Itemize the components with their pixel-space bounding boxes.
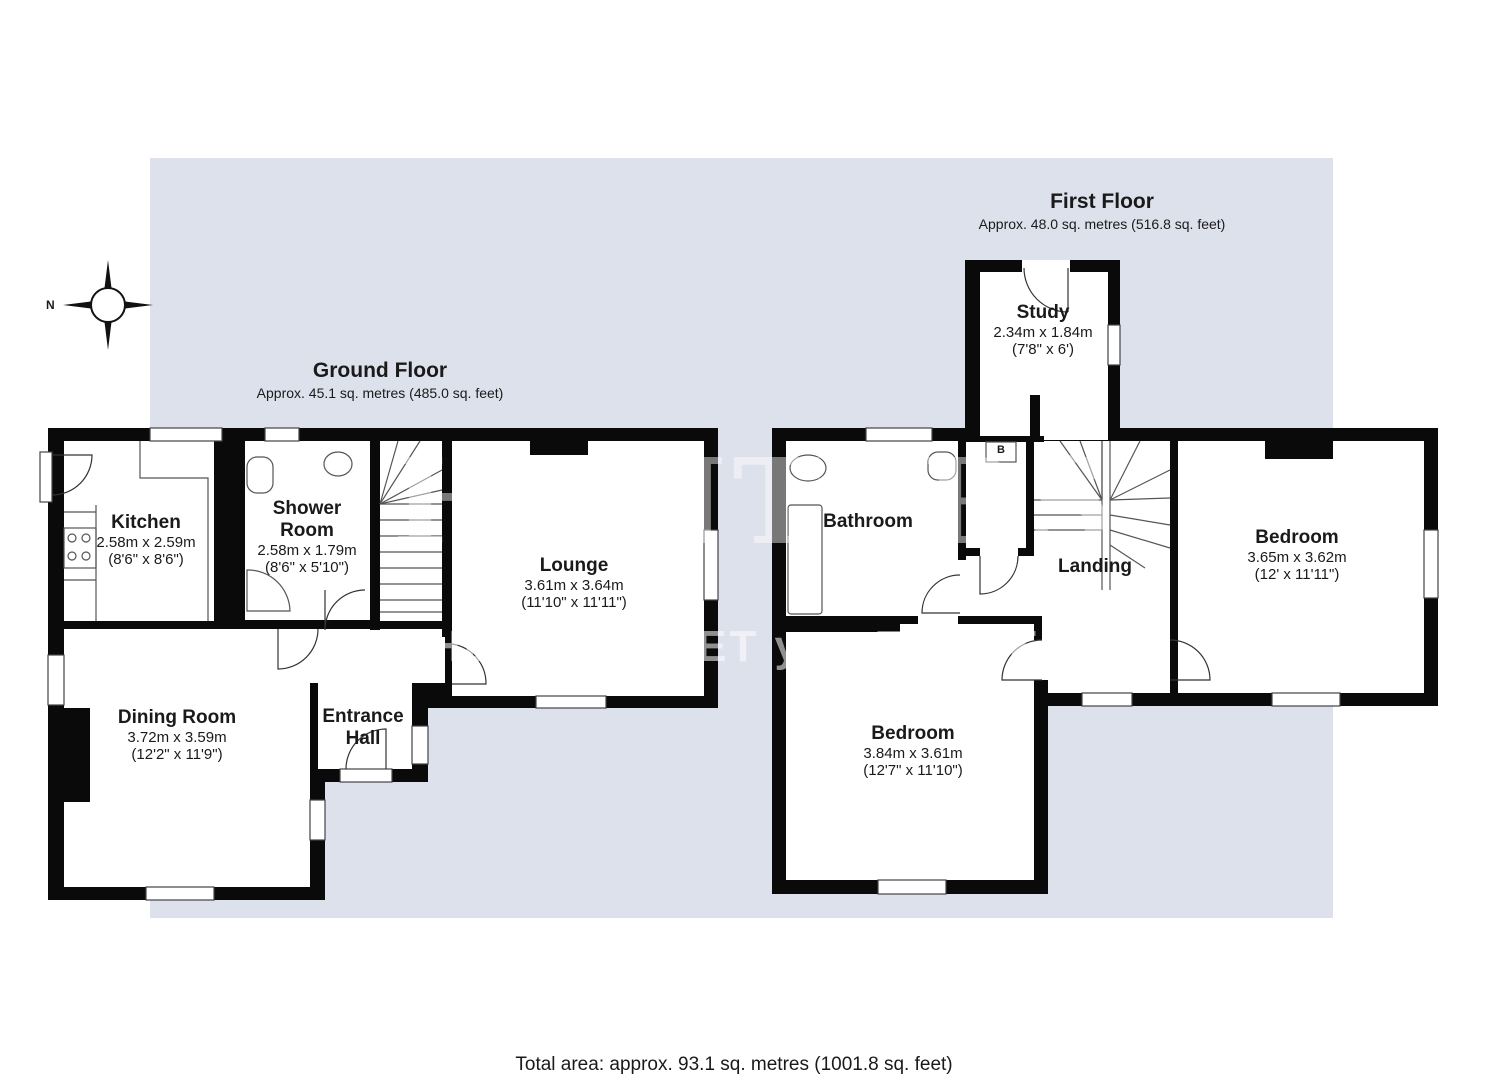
- study-area: [980, 272, 1108, 440]
- lounge-area: [452, 441, 704, 696]
- window: [877, 879, 947, 895]
- ground-floor-header: Ground Floor Approx. 45.1 sq. metres (48…: [257, 358, 504, 402]
- room-label-shower-room: Shower Room 2.58m x 1.79m (8'6" x 5'10"): [257, 498, 357, 576]
- first-floor-header: First Floor Approx. 48.0 sq. metres (516…: [979, 189, 1226, 233]
- ground-floor-plan: [39, 427, 719, 901]
- window: [535, 695, 607, 709]
- staircase-first: [1034, 440, 1171, 590]
- room-label-study: Study 2.34m x 1.84m (7'8" x 6'): [993, 302, 1093, 358]
- window-door: [39, 451, 53, 503]
- room-label-bedroom-lower: Bedroom 3.84m x 3.61m (12'7" x 11'10"): [863, 723, 963, 779]
- door-swing: [1023, 267, 1069, 313]
- bathtub-icon: [787, 504, 823, 615]
- room-label-bedroom-right: Bedroom 3.65m x 3.62m (12' x 11'11"): [1247, 527, 1347, 583]
- ground-floor-title: Ground Floor: [312, 359, 448, 382]
- window: [145, 886, 215, 901]
- room-label-landing: Landing: [1058, 556, 1132, 577]
- door-swing: [1001, 639, 1043, 681]
- window: [411, 725, 429, 765]
- door-swing: [451, 643, 487, 685]
- chimney-breast-lounge: [530, 441, 588, 455]
- window: [703, 529, 719, 601]
- dining-room-area: [64, 629, 310, 887]
- window: [339, 768, 393, 783]
- kitchen-worktop: [139, 441, 209, 621]
- first-floor-area: Approx. 48.0 sq. metres (516.8 sq. feet): [978, 216, 1226, 232]
- chimney-breast-bedroom: [1265, 441, 1333, 459]
- room-label-kitchen: Kitchen 2.58m x 2.59m (8'6" x 8'6"): [96, 512, 196, 568]
- window: [1081, 692, 1133, 707]
- door-swing: [277, 628, 319, 670]
- door-swing: [51, 454, 93, 496]
- boiler-box: [985, 441, 1017, 463]
- watermark-brand: HUNTERS: [392, 432, 1118, 571]
- boiler-label: B: [997, 444, 1005, 456]
- window: [47, 654, 65, 706]
- window: [1107, 324, 1121, 366]
- window: [309, 799, 326, 841]
- room-label-bathroom: Bathroom: [823, 511, 913, 532]
- basin-icon: [246, 456, 274, 494]
- door-swing: [1169, 639, 1211, 681]
- basin-icon: [927, 451, 957, 481]
- window: [264, 427, 300, 442]
- total-area: Total area: approx. 93.1 sq. metres (100…: [515, 1054, 953, 1075]
- staircase-ground: [379, 440, 443, 613]
- first-floor-plan: [772, 260, 1439, 895]
- compass-rose-icon: [63, 260, 153, 350]
- door-swing: [324, 589, 366, 631]
- bedroom-lower-area: [786, 632, 1034, 880]
- door-swing: [921, 574, 961, 614]
- window: [1271, 692, 1341, 707]
- compass-north-label: N: [46, 298, 55, 312]
- room-label-lounge: Lounge 3.61m x 3.64m (11'10" x 11'11"): [521, 555, 627, 611]
- door-swing: [345, 728, 387, 770]
- entrance-hall-lower: [318, 683, 412, 769]
- toilet-icon: [789, 454, 827, 482]
- stairs-area: [380, 441, 442, 621]
- window: [865, 427, 933, 442]
- hob-icon: [63, 527, 97, 569]
- window: [1423, 529, 1439, 599]
- room-label-dining-room: Dining Room 3.72m x 3.59m (12'2" x 11'9"…: [117, 707, 237, 763]
- door-swing: [979, 555, 1019, 595]
- bedroom-right-area: [1178, 441, 1424, 693]
- toilet-icon: [323, 451, 353, 477]
- window: [149, 427, 223, 442]
- room-label-entrance-hall: Entrance Hall: [322, 706, 404, 749]
- chimney-breast-dining: [64, 708, 90, 802]
- watermark-tagline: HERE TO GET you THERE: [428, 622, 1042, 671]
- first-floor-title: First Floor: [1050, 190, 1154, 213]
- shower-tray-icon: [246, 569, 291, 612]
- ground-floor-area: Approx. 45.1 sq. metres (485.0 sq. feet): [256, 385, 504, 401]
